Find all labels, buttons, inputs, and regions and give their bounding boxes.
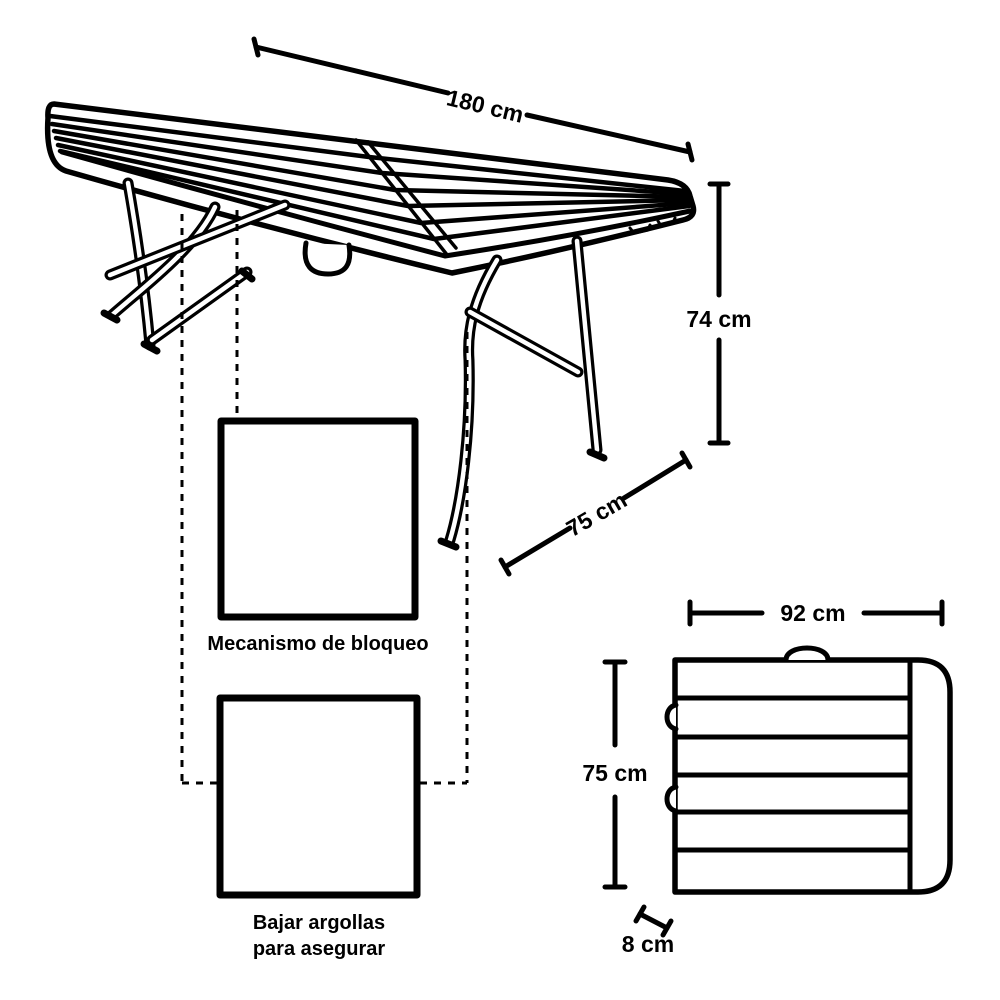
folded-thickness-label: 8 cm bbox=[622, 931, 674, 957]
center-rear-foot bbox=[586, 448, 608, 462]
rings-caption-line1: Bajar argollas bbox=[253, 912, 385, 934]
left-leg-assembly bbox=[100, 177, 291, 355]
left-rear-foot bbox=[140, 340, 161, 355]
left-front-foot bbox=[100, 309, 121, 324]
callout-connector-dashes bbox=[180, 210, 469, 785]
lock-caption: Mecanismo de bloqueo bbox=[207, 633, 428, 655]
band-notches bbox=[628, 216, 677, 235]
folded-slats bbox=[673, 695, 913, 853]
carry-handle bbox=[302, 240, 353, 277]
depth-label: 75 cm bbox=[562, 487, 631, 542]
lock-callout-box bbox=[217, 417, 419, 621]
dimension-height bbox=[707, 181, 731, 446]
dimension-depth bbox=[498, 450, 693, 577]
center-leg-assembly bbox=[437, 235, 608, 551]
folded-height-label: 75 cm bbox=[582, 760, 647, 786]
rings-caption-line2: para asegurar bbox=[253, 938, 386, 960]
fold-seam bbox=[354, 138, 458, 258]
callout-secure-rings: Bajar argollas para asegurar bbox=[216, 694, 421, 960]
folded-handle bbox=[783, 645, 831, 663]
center-front-foot bbox=[437, 537, 460, 551]
dimension-length bbox=[251, 36, 695, 163]
length-label: 180 cm bbox=[444, 84, 526, 127]
dimension-folded-width bbox=[687, 599, 945, 627]
stretcher-pad bbox=[238, 267, 256, 283]
folded-hinge-top bbox=[664, 702, 679, 732]
dimension-folded-thickness bbox=[633, 904, 674, 938]
height-label: 74 cm bbox=[686, 306, 751, 332]
folded-width-label: 92 cm bbox=[780, 600, 845, 626]
callout-lock-mechanism: Mecanismo de bloqueo bbox=[207, 417, 429, 655]
rings-callout-box bbox=[216, 694, 421, 899]
tabletop-front-edge bbox=[59, 149, 693, 259]
dimension-folded-height bbox=[602, 659, 628, 890]
folded-hinge-bottom bbox=[664, 784, 679, 814]
folded-table-illustration bbox=[664, 645, 953, 895]
open-table-illustration bbox=[44, 101, 697, 551]
